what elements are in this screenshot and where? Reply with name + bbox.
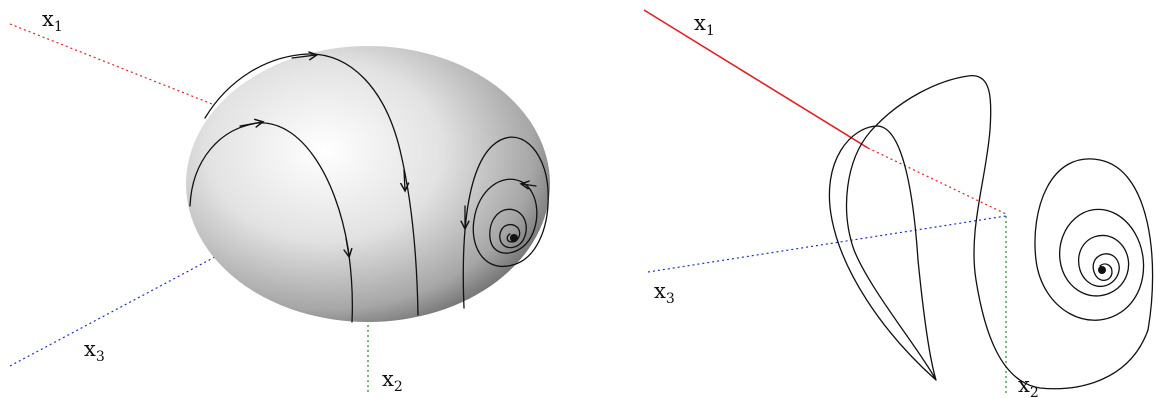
right-trajectory-spiral [1034,158,1154,331]
right-axis-x1-dotted [867,147,1007,215]
left-trajectory-1 [189,122,354,323]
right-label-x1: x1 [694,11,715,39]
left-trajectory-2-arrow-a [291,55,316,58]
right-trajectory-loop [828,75,1149,390]
right-focus-point [1098,266,1106,274]
left-trajectory-2-arrow-b [404,169,405,190]
left-label-x2: x2 [382,367,403,395]
right-axis-x1-solid [643,9,869,149]
left-trajectory-spiral [462,136,549,309]
left-axis-x1 [9,23,213,105]
left-axis-x3 [9,249,229,367]
left-trajectory-spiral-arrow-b [522,184,537,186]
left-panel: x1 x3 x2 [9,7,550,395]
left-focus-point [510,234,518,242]
right-label-x2: x2 [1018,373,1039,398]
left-label-x1: x1 [42,7,63,35]
right-axis-x3 [647,215,1007,273]
left-label-x3: x3 [84,337,105,365]
right-label-x3: x3 [654,279,675,307]
left-trajectory-2 [204,53,419,316]
right-panel: x1 x3 x2 [643,9,1154,398]
left-trajectory-1-arrow-b [346,237,349,256]
left-trajectory-1-arrow-a [239,122,262,126]
sphere [186,46,550,322]
